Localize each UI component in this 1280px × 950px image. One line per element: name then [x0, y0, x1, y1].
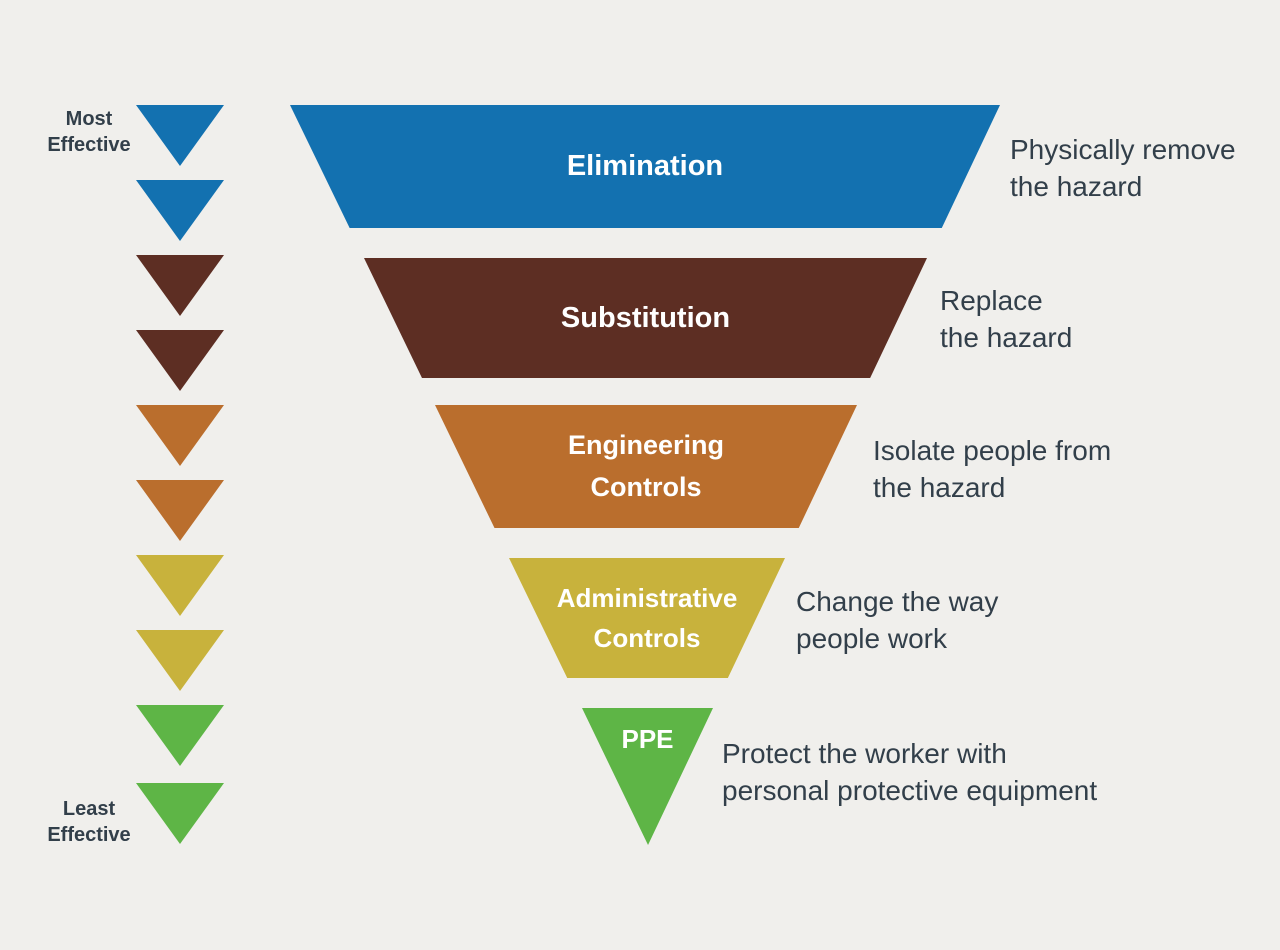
- pyramid-level-label: PPE: [621, 724, 674, 754]
- effectiveness-triangle-icon: [136, 705, 224, 766]
- effectiveness-triangle-icon: [136, 555, 224, 616]
- pyramid-level-administrative-controls: Administrative Controls: [509, 558, 785, 678]
- pyramid-level-substitution: Substitution: [364, 258, 927, 378]
- level-description-administrative-controls: Change the way people work: [796, 586, 999, 654]
- effectiveness-triangle-icon: [136, 105, 224, 166]
- level-description-ppe: Protect the worker with personal protect…: [722, 738, 1098, 806]
- level-description-substitution: Replace the hazard: [940, 285, 1073, 353]
- effectiveness-triangle-icon: [136, 480, 224, 541]
- pyramid-level-label: Substitution: [560, 301, 731, 334]
- pyramid-level-ppe: PPE: [582, 708, 713, 845]
- pyramid-level-label: Administrative Controls: [556, 582, 738, 653]
- least-effective-label: Least Effective: [47, 798, 131, 846]
- pyramid-level-engineering-controls: Engineering Controls: [435, 405, 857, 528]
- effectiveness-triangle-icon: [136, 783, 224, 844]
- effectiveness-triangle-icon: [136, 330, 224, 391]
- level-description-engineering-controls: Isolate people from the hazard: [873, 435, 1112, 503]
- most-effective-label: Most Effective: [47, 108, 131, 156]
- pyramid-level-label: Engineering Controls: [567, 429, 724, 502]
- effectiveness-triangle-icon: [136, 405, 224, 466]
- pyramid-level-label: Elimination: [566, 150, 724, 182]
- pyramid-level-elimination: Elimination: [290, 105, 1000, 228]
- effectiveness-triangle-icon: [136, 255, 224, 316]
- level-description-elimination: Physically remove the hazard: [1010, 134, 1236, 202]
- effectiveness-triangle-icon: [136, 180, 224, 241]
- effectiveness-triangle-icon: [136, 630, 224, 691]
